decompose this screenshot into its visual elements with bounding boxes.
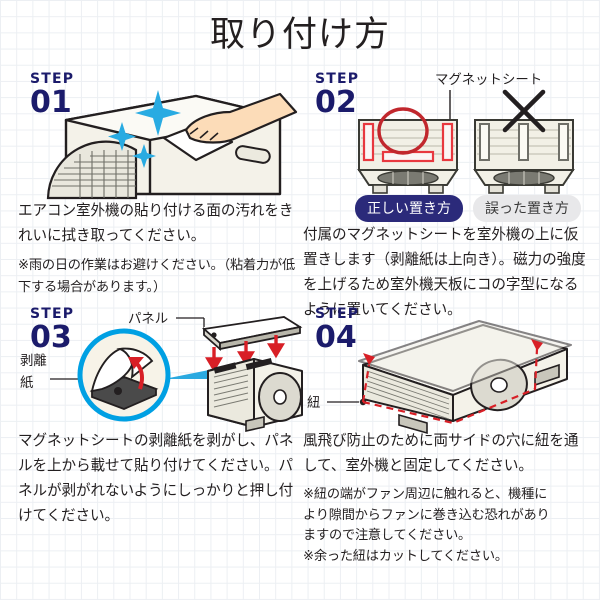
step-01-number: 01	[30, 85, 72, 120]
release-paper-label-1: 剥離	[20, 353, 47, 369]
panel-sheet-icon	[201, 316, 303, 351]
step-01-illustration: STEP 01	[18, 68, 302, 200]
cord-path-icon	[361, 348, 539, 425]
step-03-label: STEP 03	[30, 307, 74, 353]
step-02-body: 付属のマグネットシートを室外機の上に仮置きします（剥離紙は上向き）。磁力の強度を…	[303, 226, 586, 318]
panel-label: パネル	[128, 311, 168, 327]
step-card-04: STEP 04 紐	[303, 303, 591, 573]
wrong-strip-left	[479, 123, 490, 161]
cross-mark-icon	[502, 89, 546, 133]
page-title: 取り付け方	[209, 15, 390, 55]
outdoor-unit-wipe-svg	[46, 90, 298, 200]
step-04-number: 04	[315, 320, 357, 355]
step-04-note-line: より隙間からファンに巻き込む恐れがあり	[303, 507, 550, 523]
step-02-number: 02	[315, 85, 357, 120]
step-02-label: STEP 02	[315, 72, 359, 118]
step-04-note-line: ますので注意してください。	[303, 528, 472, 543]
wrong-strip-mid	[518, 123, 529, 161]
step-03-number: 03	[30, 320, 72, 355]
magnifier-icon	[77, 328, 171, 422]
wrong-strip-right	[558, 123, 569, 161]
step-04-word: STEP	[315, 306, 360, 322]
step-01-word: STEP	[30, 71, 75, 87]
wrong-placement-badge: 誤った置き方	[473, 195, 581, 222]
sparkle-icon	[108, 90, 181, 168]
outdoor-unit-icon	[207, 357, 303, 432]
cord-arrow-icon	[363, 339, 543, 365]
correct-badge-text: 正しい置き方	[367, 201, 451, 217]
step-03-body: マグネットシートの剥離紙を剥がし、パネルを上から載せて貼り付けてください。パネル…	[18, 432, 294, 524]
release-paper-label-2: 紙	[20, 375, 34, 391]
outdoor-unit-icon	[358, 320, 572, 435]
step-01-label: STEP 01	[30, 72, 74, 118]
step-02-word: STEP	[315, 71, 360, 87]
correct-circle-mark	[377, 107, 429, 155]
step-01-note: ※雨の日の作業はお避けください。（粘着力が低下する場合があります。）	[18, 258, 295, 295]
magnet-strip-right	[441, 122, 454, 162]
correct-placement-badge: 正しい置き方	[355, 195, 463, 222]
magnet-sheet-placement-svg: マグネットシート	[357, 72, 575, 194]
step-card-02: STEP 02 マグネットシート	[303, 68, 591, 319]
step-card-01: STEP 01	[18, 68, 302, 300]
step-04-note-line: ※余った紐はカットしてください。	[303, 548, 508, 564]
step-04-note-line: ※紐の端がファン周辺に触れると、機種に	[303, 487, 548, 502]
wrong-placement-unit	[473, 89, 575, 194]
correct-placement-unit	[357, 107, 459, 194]
cord-label: 紐	[307, 395, 320, 411]
step-03-word: STEP	[30, 306, 75, 322]
step-04-label: STEP 04	[315, 307, 359, 353]
wrong-badge-text: 誤った置き方	[485, 201, 569, 217]
step-04-note: ※紐の端がファン周辺に触れると、機種に より隙間からファンに巻き込む恐れがあり …	[303, 485, 591, 567]
cord-fixing-svg: 紐	[307, 320, 572, 435]
placement-arrow-icon	[204, 335, 286, 373]
step-02-illustration: STEP 02 マグネットシート	[303, 68, 591, 222]
step-04-illustration: STEP 04 紐	[303, 303, 591, 435]
step-03-illustration: STEP 03 パネル 剥離 紙	[18, 303, 303, 432]
magnet-sheet-callout-label: マグネットシート	[435, 72, 542, 88]
peel-release-paper-svg: パネル 剥離 紙	[20, 311, 303, 432]
magnet-strip-left	[362, 122, 375, 162]
step-card-03: STEP 03 パネル 剥離 紙	[18, 303, 303, 548]
step-01-body: エアコン室外機の貼り付ける面の汚れをきれいに拭き取ってください。	[18, 202, 294, 244]
hand-icon	[184, 92, 298, 144]
step-04-body: 風飛び防止のために両サイドの穴に紐を通して、室外機と固定してください。	[303, 432, 579, 474]
